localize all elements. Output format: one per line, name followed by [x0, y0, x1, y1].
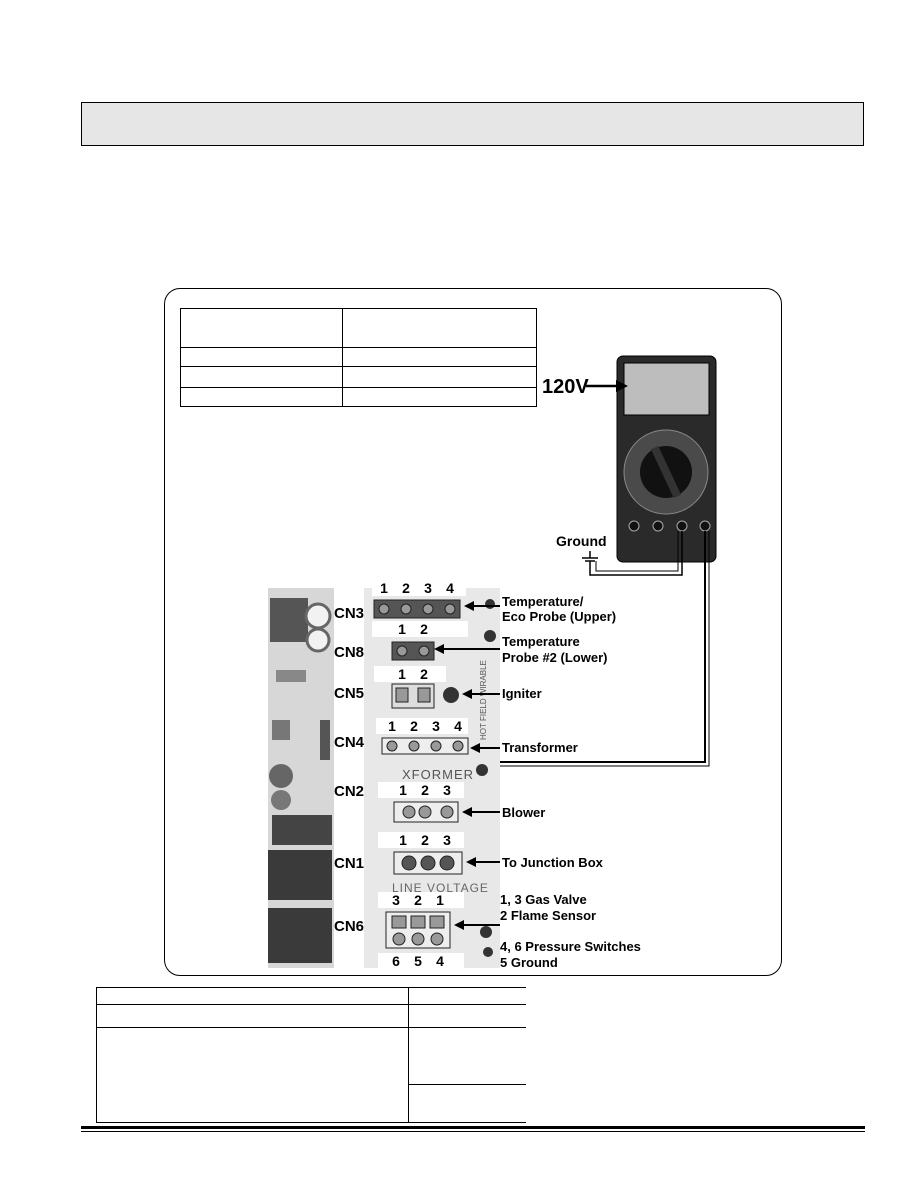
cn1-desc: To Junction Box: [502, 855, 604, 870]
table-cell: [408, 1027, 526, 1085]
silk-xformer: XFORMER: [402, 767, 474, 782]
cn4-pin: 1: [388, 718, 396, 734]
cn5-id: CN5: [334, 685, 364, 702]
result-table: [96, 987, 526, 1124]
table-cell: [408, 1083, 526, 1124]
cn2-id: CN2: [334, 783, 364, 800]
cn6-pin: 3: [392, 892, 400, 908]
silk-hot-field: HOT FIELD WIRABLE: [479, 660, 488, 740]
cn3-desc: Eco Probe (Upper): [502, 609, 616, 624]
cn4-desc: Transformer: [502, 740, 578, 755]
cn3-pin: 1: [380, 580, 388, 596]
com-jack[interactable]: [676, 520, 688, 532]
table-cell: [408, 1004, 526, 1028]
cn6-pin: 1: [436, 892, 444, 908]
cn8-pin: 2: [420, 621, 428, 637]
table-cell: [96, 1027, 409, 1123]
ground-label: Ground: [556, 533, 607, 549]
footer-rule: [81, 1131, 865, 1132]
table-row: [180, 387, 537, 407]
cn1-pin: 3: [443, 832, 451, 848]
cn6-desc: 1, 3 Gas Valve: [500, 892, 587, 907]
cn6-desc: 4, 6 Pressure Switches: [500, 939, 641, 954]
table-cell: [342, 387, 537, 407]
table-row: [96, 1027, 526, 1123]
cn1-id: CN1: [334, 855, 364, 872]
cn6-pin: 4: [436, 953, 444, 969]
cn2-desc: Blower: [502, 805, 545, 820]
cn6-desc: 5 Ground: [500, 955, 558, 970]
cn4-pin: 3: [432, 718, 440, 734]
table-row: [96, 1004, 526, 1028]
cn2-pin: 1: [399, 782, 407, 798]
cn8-pin: 1: [398, 621, 406, 637]
cn5-pin: 2: [420, 666, 428, 682]
cn3-pin: 2: [402, 580, 410, 596]
cn8-desc: Probe #2 (Lower): [502, 650, 607, 665]
cn4-housing: [381, 737, 469, 755]
cn4-pin: 4: [454, 718, 462, 734]
table-cell: [342, 308, 537, 348]
cn1-pin: 2: [421, 832, 429, 848]
table-cell: [408, 987, 526, 1005]
cn3-pin: 3: [424, 580, 432, 596]
cn1-pin: 1: [399, 832, 407, 848]
cn6-pin: 5: [414, 953, 422, 969]
cn4-id: CN4: [334, 734, 365, 751]
cn4-pin: 2: [410, 718, 418, 734]
section-banner: [81, 102, 864, 146]
table-cell: [180, 308, 343, 348]
cn8-desc: Temperature: [502, 634, 580, 649]
table-cell: [96, 1004, 409, 1028]
meter-display: [623, 362, 710, 416]
multimeter: [616, 355, 717, 563]
silk-line-voltage: LINE VOLTAGE: [392, 881, 489, 895]
cn3-pin: 4: [446, 580, 454, 596]
cn3-housing: [373, 599, 461, 619]
volt-jack[interactable]: [699, 520, 711, 532]
cn8-id: CN8: [334, 644, 364, 661]
cn2-pin: 3: [443, 782, 451, 798]
cn6-desc: 2 Flame Sensor: [500, 908, 596, 923]
meter-reading-label: 120V: [542, 376, 589, 398]
footer-rule: [81, 1126, 865, 1129]
cn3-id: CN3: [334, 605, 364, 622]
cn6-id: CN6: [334, 918, 364, 935]
cn6-pin: 6: [392, 953, 400, 969]
cn6-pin: 2: [414, 892, 422, 908]
table-row: [96, 987, 526, 1005]
control-board: [268, 588, 500, 968]
table-row: [180, 308, 537, 348]
table-cell: [96, 987, 409, 1005]
cn5-desc: Igniter: [502, 686, 542, 701]
voltage-table: [180, 308, 537, 407]
cn2-pin: 2: [421, 782, 429, 798]
cn3-desc: Temperature/: [502, 594, 584, 609]
cn5-pin: 1: [398, 666, 406, 682]
table-row: [97, 1083, 526, 1124]
figure-frame: [164, 288, 782, 976]
